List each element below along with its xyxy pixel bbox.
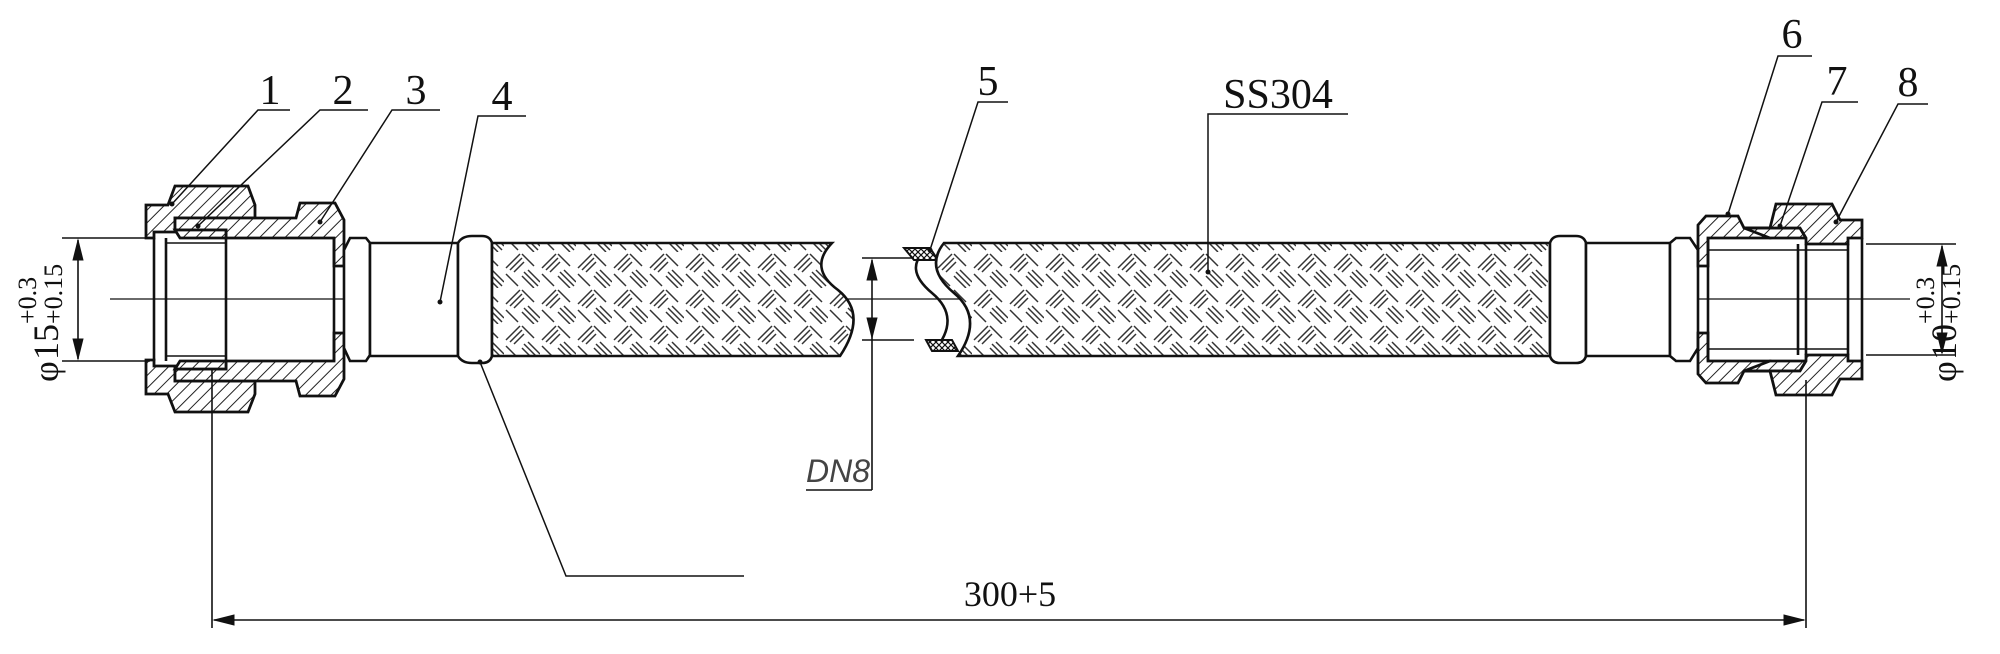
left-diameter-value: 15 (26, 324, 66, 360)
right-tail (1668, 236, 1700, 363)
length-label: 300+5 (964, 574, 1056, 614)
callout-2: 2 (333, 68, 354, 114)
left-tail (342, 236, 372, 363)
right-diameter-dimension: φ 10 +0.3 +0.15 (1866, 243, 1966, 382)
right-fitting (1548, 202, 1864, 397)
hose-braid-right (934, 241, 1552, 358)
callout-6: 6 (1782, 12, 1803, 58)
left-bore (152, 238, 336, 361)
left-ferrule (456, 234, 494, 365)
callout-1: 1 (260, 68, 281, 114)
right-ferrule (1548, 234, 1588, 365)
left-diameter-symbol: φ (26, 361, 66, 382)
inner-core-bottom (924, 339, 960, 352)
material-label: SS304 (1223, 72, 1333, 118)
callout-8: 8 (1898, 60, 1919, 106)
left-diameter-upper-tol: +0.3 (13, 277, 42, 324)
length-dimension: 300+5 (211, 370, 1807, 628)
right-diameter-upper-tol: +0.3 (1911, 277, 1940, 324)
right-bore (1706, 238, 1864, 361)
break-end-shape (914, 246, 949, 352)
callout-4: 4 (492, 74, 513, 120)
dn-dimension: DN8 (806, 257, 914, 491)
left-sleeve (368, 241, 460, 358)
callout-5: 5 (978, 59, 999, 105)
leader-lines (169, 55, 1928, 577)
dn-label: DN8 (806, 453, 870, 489)
left-diameter-lower-tol: +0.15 (39, 264, 68, 324)
right-diameter-lower-tol: +0.15 (1937, 264, 1966, 324)
right-sleeve (1584, 241, 1672, 358)
left-olive-upper (172, 228, 228, 240)
left-nut-upper (144, 184, 257, 240)
left-fitting (144, 184, 494, 414)
callout-3: 3 (406, 68, 427, 114)
left-nut-lower (144, 358, 257, 414)
left-olive-lower (172, 359, 228, 371)
right-diameter-value: 10 (1924, 324, 1964, 360)
callout-7: 7 (1827, 59, 1848, 105)
hose-braid-left (490, 241, 855, 358)
right-diameter-symbol: φ (1924, 361, 1964, 382)
left-diameter-dimension: φ 15 +0.3 +0.15 (13, 237, 150, 382)
